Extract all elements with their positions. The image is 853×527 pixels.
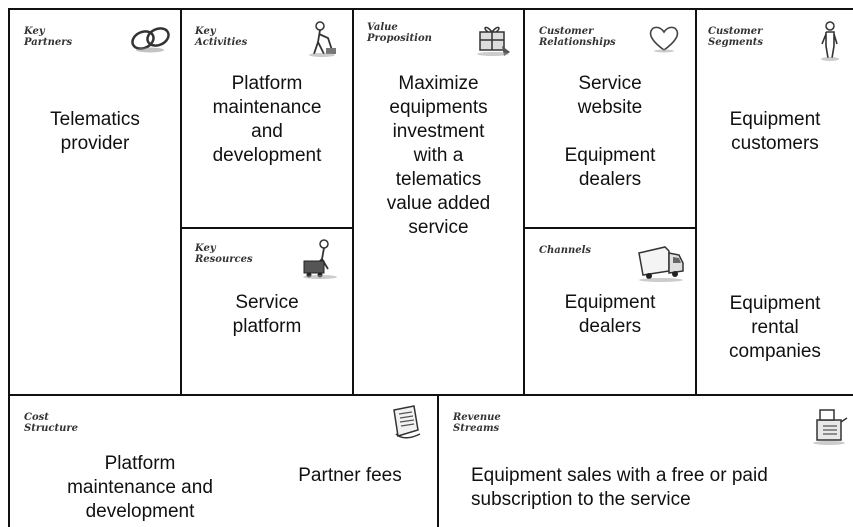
channels-block: Channels Equipment dealers — [525, 229, 695, 394]
grid-divider-cost-revenue — [437, 395, 439, 527]
value-proposition-block: Value Proposition Maximize equipments in… — [354, 10, 523, 394]
person-icon — [817, 20, 843, 62]
grid-divider-horizontal — [8, 394, 853, 396]
grid-divider-v4 — [695, 8, 697, 395]
value-proposition-item: Maximize equipments investment with a te… — [386, 73, 491, 238]
revenue-streams-block: Revenue Streams Equipment sales with a f… — [439, 396, 853, 527]
key-activities-item: Platform maintenance and development — [212, 73, 322, 166]
grid-divider-v2 — [352, 8, 354, 395]
key-resources-block: Key Resources Service platform — [182, 229, 352, 394]
customer-segments-header: Customer Segments — [708, 26, 764, 48]
channels-header: Channels — [539, 245, 592, 256]
channels-item: Equipment dealers — [564, 292, 656, 337]
customer-relationships-block: Customer Relationships Service website E… — [525, 10, 695, 227]
cost-structure-header: Cost Structure — [24, 412, 78, 434]
value-proposition-header: Value Proposition — [367, 22, 432, 44]
customer-relationships-item: Equipment dealers — [564, 145, 656, 190]
cash-register-icon — [809, 404, 849, 446]
worker-icon — [306, 20, 338, 58]
customer-segments-item: Equipment rental companies — [729, 293, 821, 362]
customer-relationships-item: Service website — [577, 73, 643, 118]
cart-icon — [300, 237, 340, 279]
grid-divider-relationships-channels — [524, 227, 696, 229]
revenue-streams-header: Revenue Streams — [453, 412, 501, 434]
customer-segments-block: Customer Segments Equipment customers Eq… — [697, 10, 853, 394]
customer-relationships-header: Customer Relationships — [539, 26, 616, 48]
grid-divider-v3 — [523, 8, 525, 395]
revenue-streams-item: Equipment sales with a free or paid subs… — [471, 465, 768, 510]
key-partners-header: Key Partners — [24, 26, 73, 48]
heart-icon — [647, 24, 681, 54]
key-resources-header: Key Resources — [195, 243, 253, 265]
cost-structure-item: Partner fees — [298, 465, 402, 486]
key-activities-header: Key Activities — [195, 26, 248, 48]
grid-border-top — [8, 8, 853, 10]
key-resources-item: Service platform — [232, 292, 302, 337]
cost-structure-item: Platform maintenance and development — [67, 453, 213, 522]
grid-divider-v1 — [180, 8, 182, 395]
truck-icon — [635, 243, 685, 283]
gift-icon — [474, 22, 512, 58]
key-partners-block: Key Partners Telematics provider — [10, 10, 180, 394]
chain-links-icon — [128, 24, 174, 54]
key-partners-item: Telematics provider — [50, 109, 140, 154]
cost-structure-block: Cost Structure Platform maintenance and … — [10, 396, 437, 527]
key-activities-block: Key Activities Platform maintenance and … — [182, 10, 352, 227]
receipt-icon — [388, 404, 424, 442]
grid-divider-activities-resources — [181, 227, 353, 229]
customer-segments-item: Equipment customers — [729, 109, 821, 154]
grid-border-left — [8, 8, 10, 527]
